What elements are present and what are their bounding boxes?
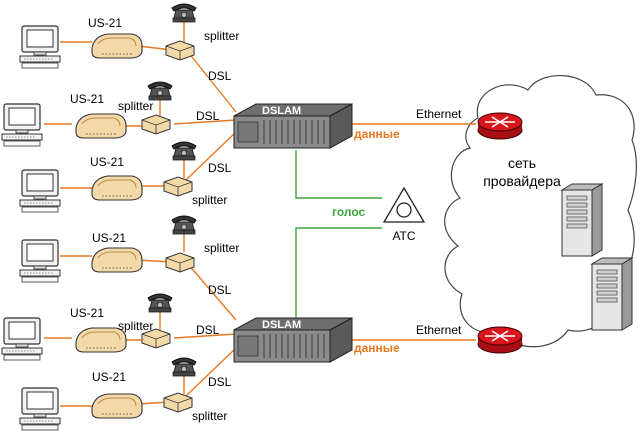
modem-label-1: US-21 (88, 16, 122, 30)
splitter-label-5: splitter (118, 319, 153, 333)
data-label-top: данные (354, 127, 400, 141)
dsl-label-4: DSL (208, 283, 232, 297)
modem-label-5: US-21 (70, 306, 104, 320)
voice-label: голос (332, 205, 366, 219)
ethernet-label-bottom: Ethernet (416, 323, 462, 337)
splitter-label-2: splitter (118, 99, 153, 113)
splitter-label-3: splitter (192, 193, 227, 207)
pc-icon (1, 25, 61, 431)
dslam-label-top: DSLAM (262, 105, 301, 117)
splitter-label-6: splitter (192, 409, 227, 423)
modem-label-3: US-21 (90, 155, 124, 169)
cloud-icon (444, 75, 637, 348)
modem-label-4: US-21 (92, 231, 126, 245)
cloud-label-line1: сеть (508, 155, 536, 171)
dslam-label-bottom: DSLAM (262, 319, 301, 331)
pbx-label: АТС (392, 229, 415, 243)
dsl-label-2: DSL (196, 109, 220, 123)
dsl-label-1: DSL (208, 69, 232, 83)
dsl-label-5: DSL (196, 323, 220, 337)
voice-links (295, 150, 382, 318)
dsl-label-6: DSL (208, 375, 232, 389)
pbx-icon (382, 186, 426, 223)
data-label-bottom: данные (354, 341, 400, 355)
ethernet-label-top: Ethernet (416, 107, 462, 121)
modem-label-6: US-21 (92, 370, 126, 384)
cloud-label-line2: провайдера (483, 173, 561, 189)
modem-label-2: US-21 (70, 92, 104, 106)
splitter-label-1: splitter (204, 29, 239, 43)
dsl-links (44, 20, 476, 407)
dsl-label-3: DSL (208, 161, 232, 175)
splitter-label-4: splitter (204, 241, 239, 255)
